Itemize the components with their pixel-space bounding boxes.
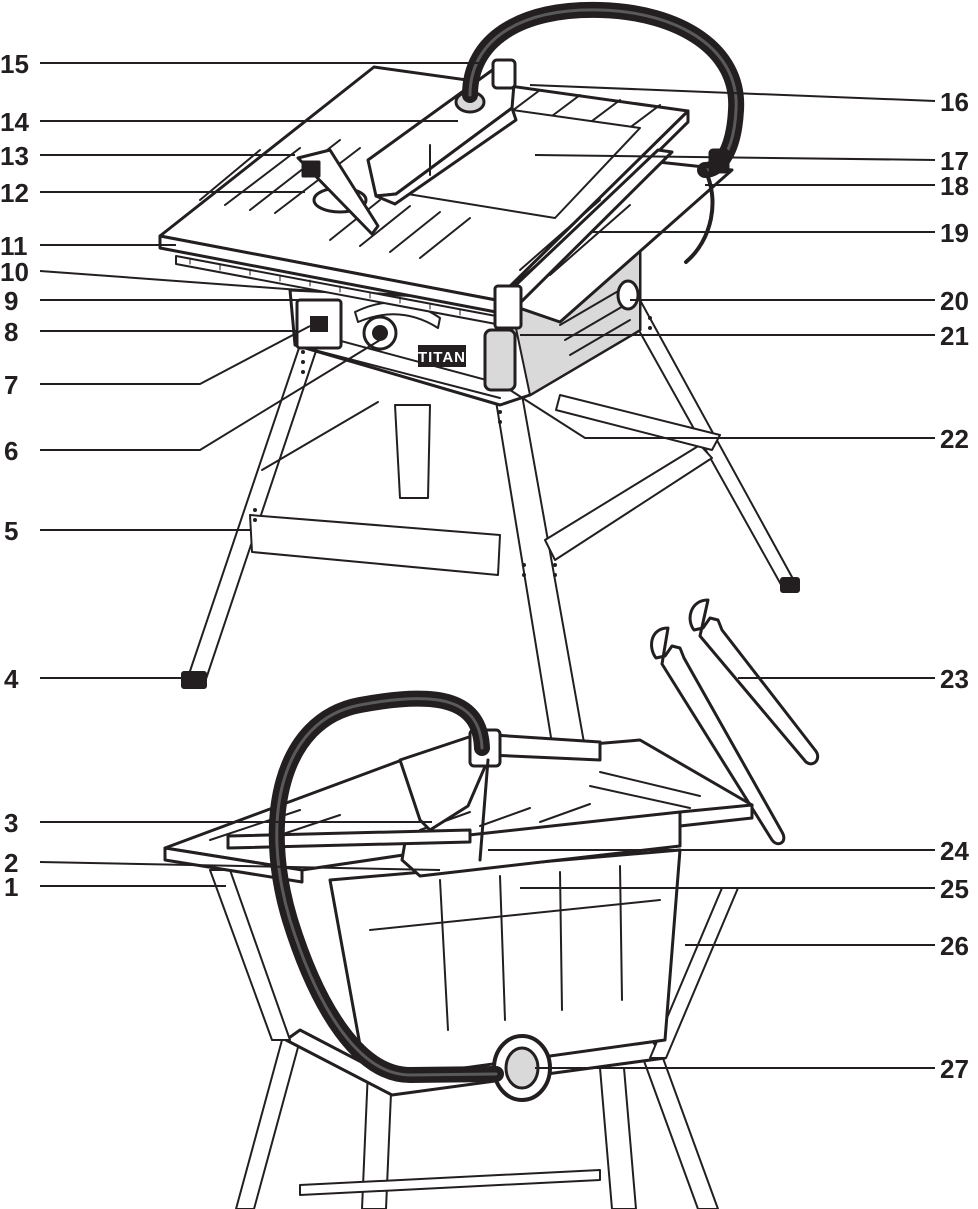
callout-5: 5	[4, 516, 18, 546]
callout-6: 6	[4, 436, 18, 466]
callout-2: 2	[4, 848, 18, 878]
upper-saw-illustration: TITAN	[158, 1, 800, 771]
callout-27: 27	[940, 1054, 969, 1084]
fence-lock	[493, 284, 523, 330]
callout-21: 21	[940, 321, 969, 351]
callout-numbers: 1 2 3 4 5 6 7 8 9 10 11 12 13 14 15 16 1…	[0, 49, 969, 1084]
callout-20: 20	[940, 286, 969, 316]
callout-17: 17	[940, 146, 969, 176]
callout-4: 4	[4, 664, 19, 694]
callout-1: 1	[4, 872, 18, 902]
callout-8: 8	[4, 317, 18, 347]
blade-guard	[366, 58, 518, 206]
callout-3: 3	[4, 808, 18, 838]
callout-15: 15	[0, 49, 29, 79]
callout-9: 9	[4, 286, 18, 316]
callout-25: 25	[940, 874, 969, 904]
brand-plate	[418, 345, 466, 367]
callout-23: 23	[940, 664, 969, 694]
callout-26: 26	[940, 931, 969, 961]
callout-24: 24	[940, 836, 969, 866]
callout-11: 11	[0, 231, 28, 261]
callout-19: 19	[940, 218, 969, 248]
callout-18: 18	[940, 171, 969, 201]
callout-16: 16	[940, 87, 969, 117]
spanners	[650, 598, 820, 846]
brand-label: TITAN	[418, 349, 466, 366]
lower-saw-illustration	[163, 690, 754, 1209]
leader-lines	[39, 62, 936, 1069]
callout-13: 13	[0, 141, 29, 171]
callout-12: 12	[0, 178, 29, 208]
callout-14: 14	[0, 107, 29, 137]
callout-7: 7	[4, 370, 18, 400]
callout-22: 22	[940, 424, 969, 454]
callout-10: 10	[0, 257, 29, 287]
